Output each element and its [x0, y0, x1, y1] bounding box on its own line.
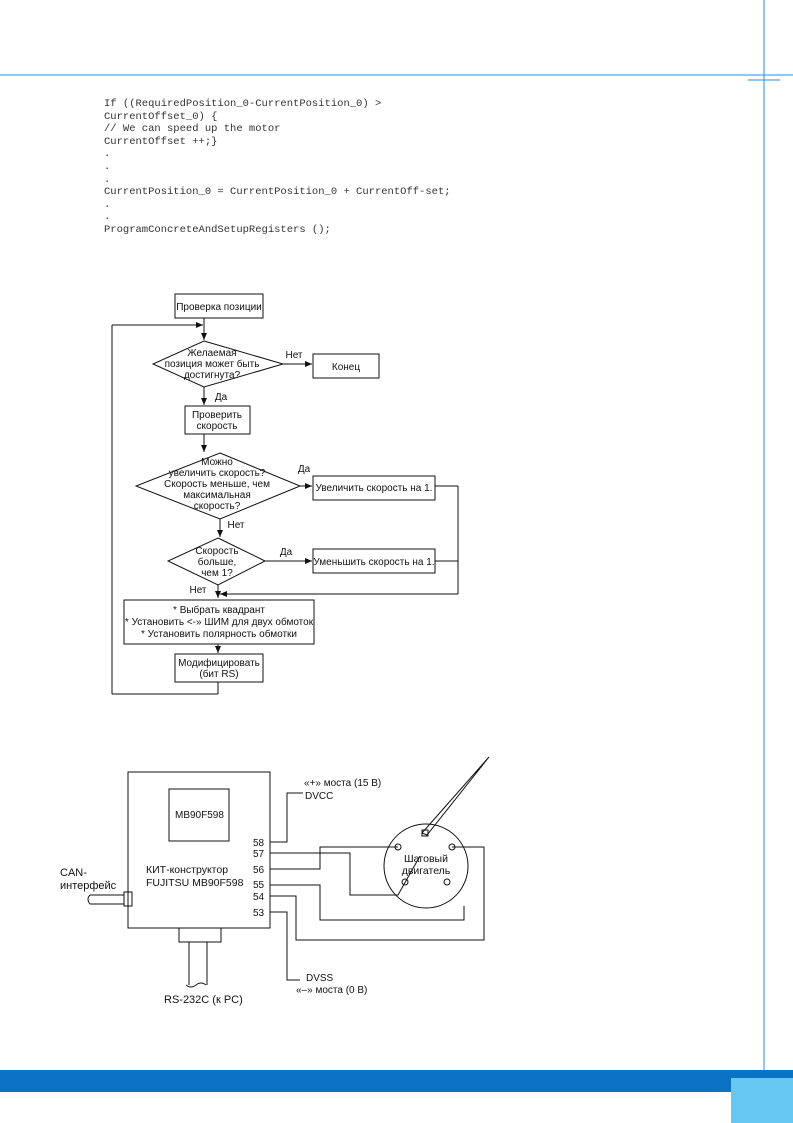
increase-box	[312, 475, 436, 501]
pin-58: 58	[253, 838, 265, 849]
greater-line-2: больше,	[198, 556, 236, 568]
yes-label-1: Да	[215, 392, 228, 403]
modify-line-1: Модифицировать	[178, 657, 260, 669]
motor-line-1: Шаговый	[404, 853, 448, 865]
code-listing: If ((RequiredPosition_0-CurrentPosition_…	[104, 98, 451, 237]
yes-label-3: Да	[280, 547, 293, 558]
greater-line-1: Скорость	[195, 546, 238, 557]
reachable-line-1: Желаемая	[187, 348, 236, 359]
pin-53: 53	[253, 908, 265, 919]
pin-54: 54	[253, 892, 265, 903]
motor-line-2: двигатель	[402, 865, 451, 877]
check-position-box	[174, 293, 264, 319]
dvss-label: DVSS	[306, 973, 334, 984]
can-line-2: интерфейс	[60, 880, 117, 892]
no-label-2: Нет	[227, 520, 244, 531]
code-line: CurrentOffset ++;}	[104, 135, 218, 148]
actions-box	[123, 599, 315, 645]
code-line: .	[104, 211, 111, 224]
pin-55: 55	[253, 880, 265, 891]
modify-box	[174, 653, 264, 683]
check-speed-line-1: Проверить	[192, 410, 242, 421]
actions-line-1: * Выбрать квадрант	[173, 604, 265, 616]
chip-label: MB90F598	[175, 810, 224, 821]
rs232-connector	[178, 927, 222, 943]
board-line-1: КИТ-конструктор	[146, 864, 228, 876]
bridge-minus-label: «–» моста (0 В)	[296, 985, 367, 996]
code-line: .	[104, 198, 111, 211]
code-line: If ((RequiredPosition_0-CurrentPosition_…	[104, 98, 382, 110]
can-line-1: CAN-	[60, 867, 87, 879]
actions-line-3: * Установить полярность обмотки	[141, 628, 297, 640]
code-line: // We can speed up the motor	[104, 123, 281, 136]
can-connector	[123, 891, 133, 907]
increase-label: Увеличить скорость на 1.	[316, 483, 433, 494]
increase-q-4: максимальная	[183, 490, 251, 501]
actions-line-2: * Установить <-» ШИМ для двух обмоток	[125, 616, 314, 628]
end-box	[312, 353, 380, 379]
chip-box	[168, 788, 230, 842]
footer-band	[0, 1070, 793, 1092]
yes-label-2: Да	[298, 464, 311, 475]
pin-57: 57	[253, 849, 265, 860]
rs232-label: RS-232C (к PC)	[164, 994, 243, 1006]
stepper-motor	[383, 823, 469, 909]
page-tab	[731, 1078, 793, 1123]
check-position-label: Проверка позиции	[176, 302, 262, 313]
reachable-line-2: позиция может быть	[165, 358, 260, 370]
pin-56: 56	[253, 865, 265, 876]
bridge-plus-label: «+» моста (15 В)	[304, 778, 381, 789]
no-label-3: Нет	[189, 585, 206, 596]
modify-line-2: (бит RS)	[199, 668, 238, 680]
kit-board	[127, 771, 271, 929]
dvcc-label: DVCC	[305, 791, 333, 802]
increase-q-5: скорость?	[194, 501, 241, 512]
no-label-1: Нет	[285, 350, 302, 361]
board-line-2: FUJITSU MB90F598	[146, 877, 244, 889]
code-line: .	[104, 160, 111, 173]
code-line: .	[104, 148, 111, 161]
code-line: ProgramConcreteAndSetupRegisters ();	[104, 223, 331, 236]
motor-pointer	[421, 756, 490, 836]
increase-q-2: увеличить скорость?	[169, 468, 266, 479]
check-speed-line-2: скорость	[197, 421, 238, 432]
reachable-line-3: достигнута?	[184, 370, 241, 381]
decrease-label: Уменьшить скорость на 1.	[313, 557, 434, 568]
code-line: .	[104, 173, 111, 186]
code-line: CurrentPosition_0 = CurrentPosition_0 + …	[104, 186, 451, 199]
increase-q-1: Можно	[201, 457, 233, 468]
code-line: CurrentOffset_0) {	[104, 110, 218, 123]
increase-q-3: Скорость меньше, чем	[164, 479, 270, 490]
check-speed-box	[184, 405, 251, 435]
end-label: Конец	[332, 362, 360, 373]
greater-line-3: чем 1?	[201, 568, 233, 579]
